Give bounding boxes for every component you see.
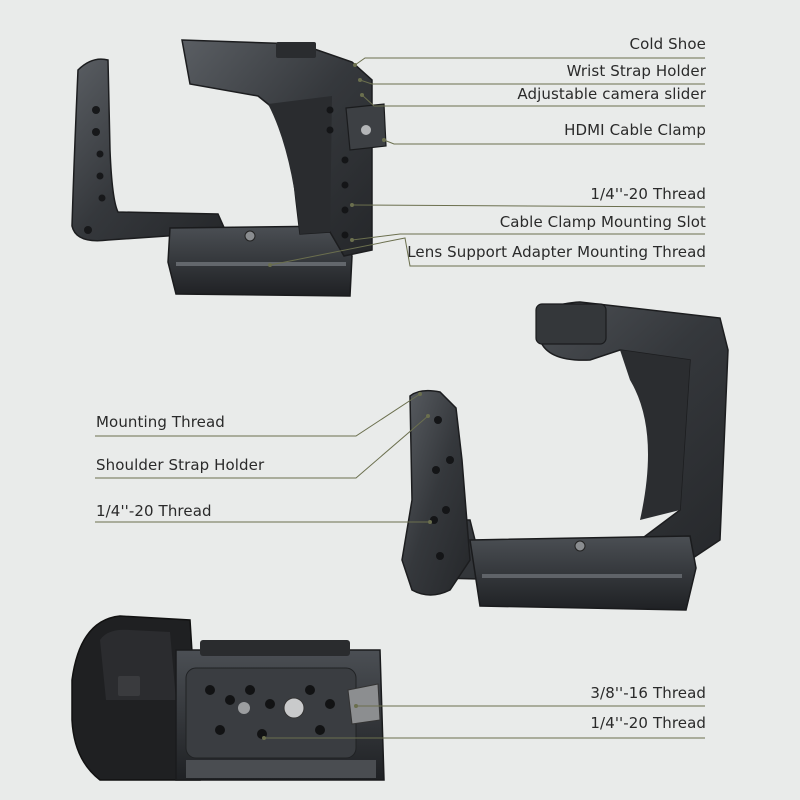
label-quarter-20-thread-top: 1/4''-20 Thread <box>590 185 706 203</box>
base-plate-angled <box>469 535 697 611</box>
side-handle <box>71 58 228 242</box>
side-handle-angled <box>401 389 471 596</box>
label-three-eighths-16-thread: 3/8''-16 Thread <box>590 684 706 702</box>
label-cable-clamp-mounting-slot: Cable Clamp Mounting Slot <box>499 213 706 231</box>
top-cage-view <box>71 39 387 297</box>
label-hdmi-cable-clamp: HDMI Cable Clamp <box>564 121 706 139</box>
label-quarter-20-thread-bottom: 1/4''-20 Thread <box>590 714 706 732</box>
middle-cage-view <box>401 301 729 611</box>
label-shoulder-strap-holder: Shoulder Strap Holder <box>96 456 265 474</box>
label-cold-shoe: Cold Shoe <box>629 35 706 53</box>
label-adjustable-camera-slider: Adjustable camera slider <box>517 85 706 103</box>
label-quarter-20-thread-middle: 1/4''-20 Thread <box>96 502 212 520</box>
base-plate <box>167 225 353 297</box>
label-wrist-strap-holder: Wrist Strap Holder <box>566 62 706 80</box>
bottom-view <box>71 615 385 781</box>
label-mounting-thread: Mounting Thread <box>96 413 225 431</box>
leader-lines <box>95 57 706 739</box>
label-lens-support-adapter-mounting-thread: Lens Support Adapter Mounting Thread <box>407 243 706 261</box>
